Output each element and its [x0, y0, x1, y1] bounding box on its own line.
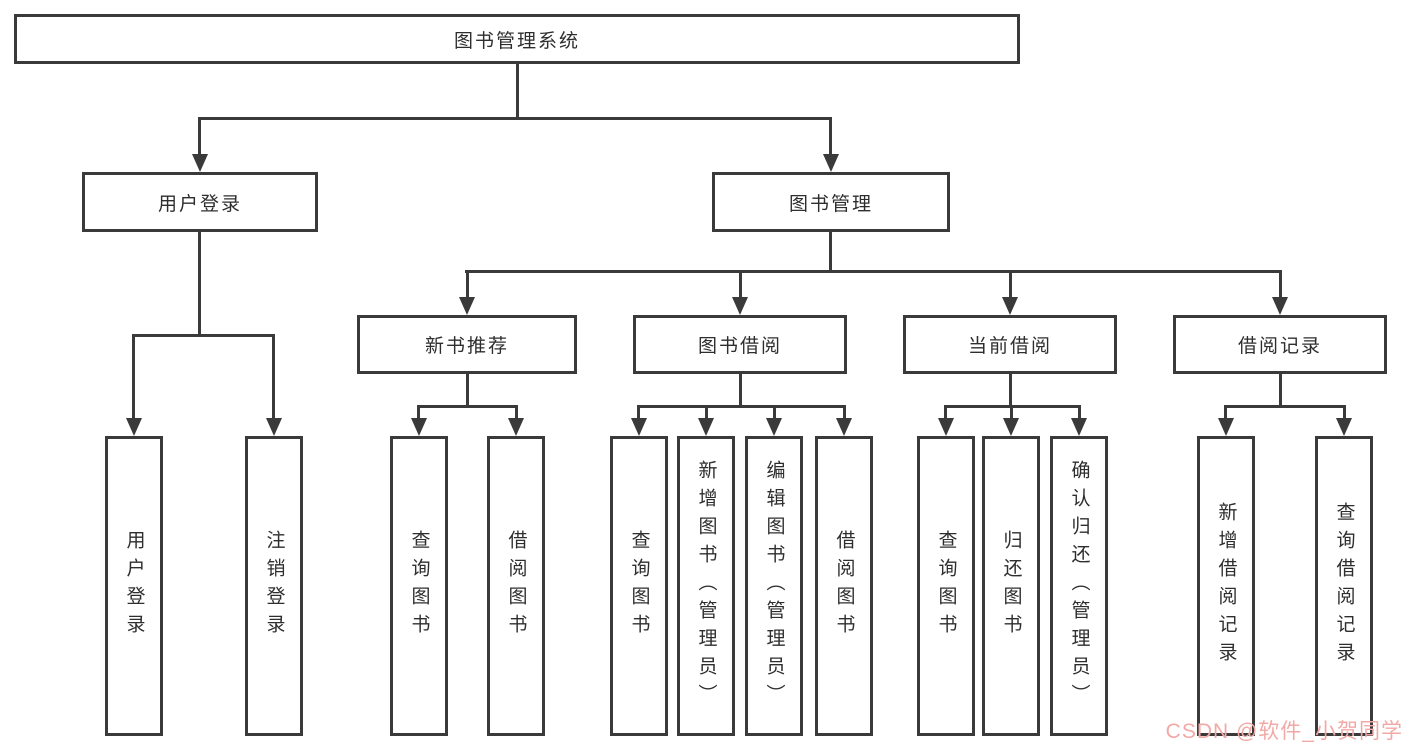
connector-line — [739, 374, 742, 405]
arrowhead-icon — [766, 418, 782, 436]
arrowhead-icon — [192, 154, 208, 172]
connector-line — [773, 405, 776, 419]
node-book-borrowing: 图书借阅 — [633, 315, 847, 374]
leaf-add-book-admin: 新增图书（管理员） — [677, 436, 735, 736]
leaf-user-login: 用户登录 — [105, 436, 163, 736]
leaf-label: 查询图书 — [628, 530, 650, 642]
connector-line — [466, 374, 469, 405]
connector-line — [272, 334, 275, 419]
arrowhead-icon — [631, 418, 647, 436]
arrowhead-icon — [823, 154, 839, 172]
leaf-borrow-books: 借阅图书 — [487, 436, 545, 736]
arrowhead-icon — [732, 297, 748, 315]
connector-line — [1343, 405, 1346, 419]
node-user-login: 用户登录 — [82, 172, 318, 232]
leaf-label: 查询图书 — [408, 530, 430, 642]
connector-line — [1224, 405, 1227, 419]
arrowhead-icon — [1071, 418, 1087, 436]
node-book-management: 图书管理 — [712, 172, 950, 232]
connector-line — [1078, 405, 1081, 419]
node-new-book-recommendation: 新书推荐 — [357, 315, 577, 374]
connector-line — [843, 405, 846, 419]
leaf-label: 借阅图书 — [505, 530, 527, 642]
leaf-return-books: 归还图书 — [982, 436, 1040, 736]
connector-line — [944, 405, 947, 419]
leaf-label: 用户登录 — [123, 530, 145, 642]
arrowhead-icon — [411, 418, 427, 436]
connector-line — [516, 64, 519, 117]
leaf-label: 编辑图书（管理员） — [763, 460, 785, 712]
connector-line — [1009, 270, 1012, 298]
leaf-query-books: 查询图书 — [917, 436, 975, 736]
arrowhead-icon — [1272, 297, 1288, 315]
connector-line — [417, 405, 518, 408]
connector-line — [1224, 405, 1346, 408]
leaf-label: 新增图书（管理员） — [695, 460, 717, 712]
arrowhead-icon — [126, 418, 142, 436]
leaf-query-borrow-record: 查询借阅记录 — [1315, 436, 1373, 736]
arrowhead-icon — [938, 418, 954, 436]
leaf-label: 查询图书 — [935, 530, 957, 642]
connector-line — [515, 405, 518, 419]
arrowhead-icon — [698, 418, 714, 436]
connector-line — [637, 405, 640, 419]
leaf-query-books: 查询图书 — [610, 436, 668, 736]
connector-line — [1009, 374, 1012, 405]
leaf-add-borrow-record: 新增借阅记录 — [1197, 436, 1255, 736]
connector-line — [132, 334, 275, 337]
leaf-logout: 注销登录 — [245, 436, 303, 736]
connector-line — [1010, 405, 1013, 419]
leaf-label: 归还图书 — [1000, 530, 1022, 642]
arrowhead-icon — [459, 297, 475, 315]
connector-line — [198, 232, 201, 334]
leaf-label: 查询借阅记录 — [1333, 502, 1355, 670]
leaf-label: 新增借阅记录 — [1215, 502, 1237, 670]
arrowhead-icon — [1336, 418, 1352, 436]
watermark: CSDN @软件_小贺同学 — [1165, 720, 1403, 743]
arrowhead-icon — [1218, 418, 1234, 436]
leaf-label: 借阅图书 — [833, 530, 855, 642]
connector-line — [1279, 270, 1282, 298]
node-current-borrowing: 当前借阅 — [903, 315, 1117, 374]
connector-line — [198, 117, 201, 155]
arrowhead-icon — [1002, 297, 1018, 315]
leaf-borrow-books: 借阅图书 — [815, 436, 873, 736]
node-borrowing-records: 借阅记录 — [1173, 315, 1387, 374]
connector-line — [466, 270, 469, 298]
node-library-management-system: 图书管理系统 — [14, 14, 1020, 64]
leaf-label: 确认归还（管理员） — [1068, 460, 1090, 712]
leaf-confirm-return-admin: 确认归还（管理员） — [1050, 436, 1108, 736]
connector-line — [132, 334, 135, 419]
leaf-label: 注销登录 — [263, 530, 285, 642]
arrowhead-icon — [508, 418, 524, 436]
connector-line — [1279, 374, 1282, 405]
connector-line — [465, 270, 1282, 273]
connector-line — [198, 117, 832, 120]
connector-line — [829, 232, 832, 270]
arrowhead-icon — [266, 418, 282, 436]
arrowhead-icon — [836, 418, 852, 436]
connector-line — [739, 270, 742, 298]
arrowhead-icon — [1003, 418, 1019, 436]
leaf-edit-book-admin: 编辑图书（管理员） — [745, 436, 803, 736]
connector-line — [829, 117, 832, 155]
connector-line — [417, 405, 420, 419]
leaf-query-books: 查询图书 — [390, 436, 448, 736]
connector-line — [705, 405, 708, 419]
connector-line — [637, 405, 846, 408]
